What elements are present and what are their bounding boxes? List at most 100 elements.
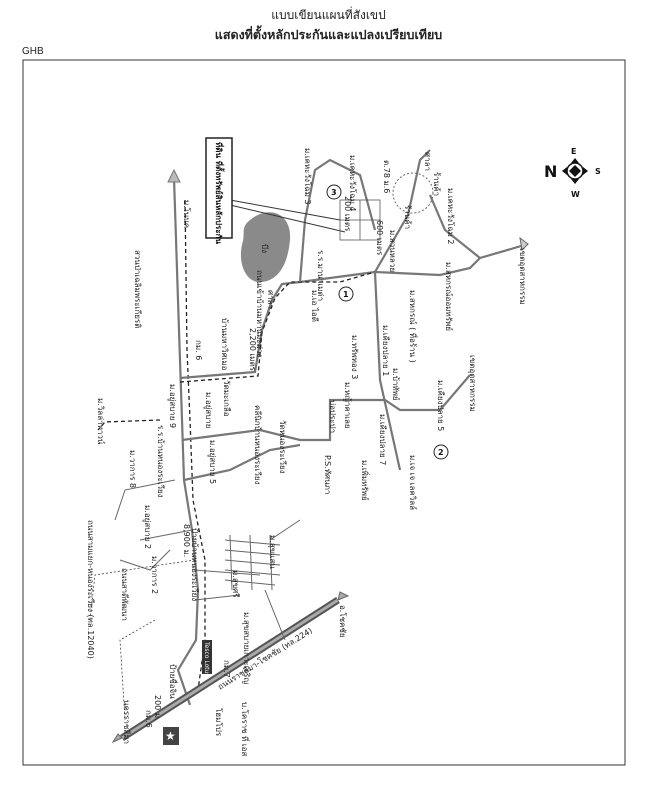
map-label-km6a: กม. 6 xyxy=(194,340,203,360)
map-label-m-jj: ม.เจ เจ เลควิลล์ xyxy=(408,455,418,510)
map-label-m-supthong3: ม.ทรัพทอง 3 xyxy=(350,335,359,379)
map-label-forest: สวนป่าเฉลิมพระเกียรติ xyxy=(133,250,142,328)
area-circle xyxy=(392,172,434,214)
map-label-shop1: ร้านค้า xyxy=(403,205,412,229)
map-label-ps: P.S.ทัศนภา xyxy=(323,455,332,494)
svg-text:1: 1 xyxy=(343,290,349,299)
map-label-school-nongrawiang: ร.ร.บ้านหนองระเวียง xyxy=(156,425,165,498)
map-label-m-suksaen: ม.สุขแสน xyxy=(268,535,277,569)
map-label-t78: ต.78 ม.6 xyxy=(382,160,391,193)
road-south xyxy=(183,443,301,482)
map-label-wat-makluea: วัดมะเกลือ xyxy=(222,380,231,417)
org-label: GHB xyxy=(22,46,44,57)
map-label-dist-200: 200 เมตร xyxy=(343,196,352,232)
map-label-chokchai: อ.โชคชัย xyxy=(338,605,348,638)
arrow-icon xyxy=(519,236,529,252)
map-label-sala2: ศาลา xyxy=(423,152,432,171)
map-label-m-kheha3: ม.เคหะวังโฉม 3 xyxy=(303,148,313,205)
dotted-boundary xyxy=(89,559,196,721)
map-label-homepro: โฮมโปร xyxy=(214,708,224,737)
map-label-pond: บึง xyxy=(260,244,269,253)
map-label-school-mana: ร.ร.มานาเมต่า xyxy=(316,250,325,301)
map-label-m-ya: ม.หญ้าคาเลย xyxy=(343,382,352,429)
collateral-callout xyxy=(205,137,233,239)
dash-villa xyxy=(97,419,161,431)
tesco-lotus-label: Tesco Lotus xyxy=(203,641,210,677)
compass: N E S W xyxy=(544,147,601,199)
arrow-icon xyxy=(337,591,350,601)
map-label-road-12040: ถนนสามแยก-หนองระเวียง (ทล.12040) xyxy=(86,520,95,659)
map-label-dist-8900: 8,900 ม. xyxy=(182,524,191,557)
map-label-m-wakan2: ม.วาการ 2 xyxy=(150,556,159,594)
pond xyxy=(240,212,291,283)
map-label-ban-non: บ.โนนค xyxy=(182,200,192,228)
map-label-m-yusabai: ม.อยู่สบาย xyxy=(203,392,213,428)
map-label-km7: กม.7 xyxy=(222,660,231,678)
svg-text:2: 2 xyxy=(438,448,444,457)
svg-text:3: 3 xyxy=(331,188,337,197)
road-kheha3 xyxy=(298,158,377,283)
tesco-lotus-sign xyxy=(202,640,212,674)
map-label-m-suanluai: ม.สวนหลวย xyxy=(388,230,397,272)
map-label-m-ai-d: ม.เอ ไอดี xyxy=(310,290,319,322)
road-link xyxy=(373,271,402,471)
map-label-m-khiang7: ม.เคียงปลาย 7 xyxy=(378,414,387,465)
highway-224-label: ถนนราชสีมา-โชคชัย (ทล.224) xyxy=(216,625,314,692)
page-title: แบบเขียนแผนที่สังเขป xyxy=(271,8,386,22)
callout-line xyxy=(229,199,341,221)
marker-3: 3 xyxy=(326,184,342,200)
map-label-road-mahanam: ถนนเข้าบ้านมหานมะม่วง xyxy=(255,270,264,357)
route-dash-east xyxy=(179,271,376,383)
map-label-dist-2200: 2,200 เมตร xyxy=(248,328,257,372)
map-label-sala1: ศาลา xyxy=(266,290,275,309)
map-label-m-villa: ม.วิลล่าทาวน์ xyxy=(96,398,106,445)
arrow-icon xyxy=(111,733,123,744)
route-dash xyxy=(184,199,206,691)
map-label-m-suksabai: ม.สุขสบายเกาะเจริญ xyxy=(242,612,251,684)
map-label-m-suksri: ม.สุขศรี xyxy=(231,570,240,598)
map-label-m-phoem: ม.เพิ่มทรัพย์ xyxy=(360,460,371,501)
map-label-korat: นครราชสีมา xyxy=(122,700,131,744)
road-north-east xyxy=(374,149,431,273)
map-label-dist-200m: 200 ม. xyxy=(153,695,162,721)
map-label-m-bathap: ม.บ้าทัพย์ xyxy=(391,368,401,401)
map-label-indus2: เขตอุตสาหกรรม xyxy=(518,248,527,305)
map-label-shop2: ร้านค้า xyxy=(432,172,441,196)
map-label-wat-nongrawiang: วัดหนองระเวียง xyxy=(278,420,287,474)
map-label-m-sahakorn-om: ม.สหกรณ์ออมทรัพย์ xyxy=(444,262,454,331)
callout-text: ที่ดิน ที่ตั้งทรัพย์สินหลักประกัน xyxy=(214,142,225,245)
map-label-sign-jin: ป้ายชื่อจิน xyxy=(168,664,179,699)
compass-w: W xyxy=(571,190,580,199)
map-label-m-kheha4: ม.เคหะวังโฉม 4 xyxy=(348,155,358,212)
road-central xyxy=(181,374,471,442)
arrow-north-icon xyxy=(167,168,181,183)
marker-2: 2 xyxy=(433,444,449,460)
map-label-sign-nong: ป้ายบ้านหนองระเวียง xyxy=(190,528,199,601)
map-label-m-wakan8: ม.วาการ 8 xyxy=(128,450,137,488)
map-label-m-khiang1: ม.เคียงปลาย 1 xyxy=(381,325,390,376)
star-logo-icon xyxy=(163,727,179,745)
map-label-korat-ts: บ.โคราช ที่ เอส xyxy=(240,702,251,756)
map-label-indus1: เขตอุตสาหกรรม xyxy=(468,355,477,412)
marker-1: 1 xyxy=(338,286,354,302)
side-roads-2 xyxy=(264,519,301,641)
map-label-ban-maha: บ้านมหาวิศเมอ xyxy=(220,318,229,371)
side-roads xyxy=(114,479,261,601)
compass-s: S xyxy=(595,167,601,176)
map-label-m-yusabai2: ม.อยู่สบาย 2 xyxy=(142,505,152,549)
subdivision-grid xyxy=(224,534,281,591)
map-label-water: บ่อประปา xyxy=(328,400,337,433)
map-frame xyxy=(22,59,626,766)
map-label-clinic: คลีนิกบ้านหนองระเวียง xyxy=(253,405,262,485)
map-label-m-kheha2: ม.เคหะวังโฉม 2 xyxy=(446,188,456,245)
map-label-m-sahakorn: ม.สหกรณ์ ( ที่อร้าน ) xyxy=(408,290,419,363)
map-label-m-khiang5: ม.เคียงปลาย 5 xyxy=(436,380,445,431)
svg-text:★: ★ xyxy=(165,729,176,743)
page-subtitle: แสดงที่ตั้งหลักประกันและแปลงเปรียบเทียบ xyxy=(214,27,443,42)
compass-n: N xyxy=(544,162,557,181)
map-label-m-yusabai5: ม.อยู่สบาย 5 xyxy=(207,440,217,484)
road-kheha xyxy=(428,194,481,259)
map-label-m-yusabai9: ม.อยู่สบาย 9 xyxy=(167,384,177,428)
map-label-dist-600: 600 เมตร xyxy=(375,220,384,256)
